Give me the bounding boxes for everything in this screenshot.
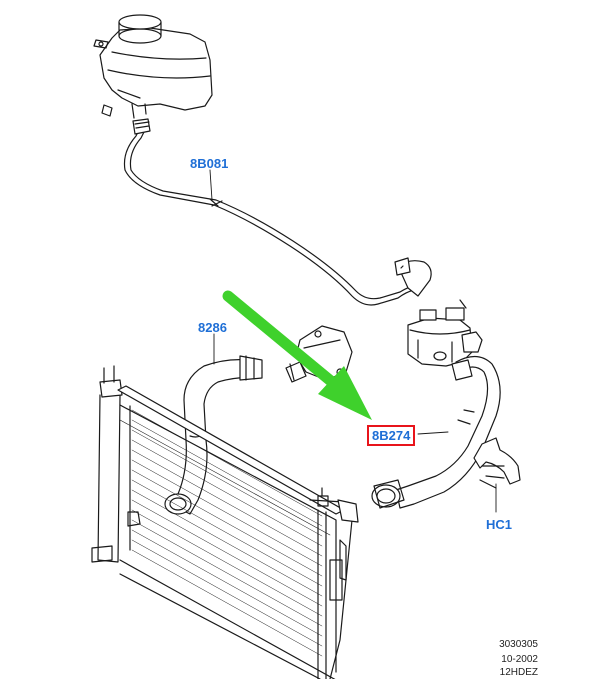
leader-lines bbox=[209, 169, 497, 513]
reservoir-hose-8b081[interactable] bbox=[123, 118, 432, 306]
drawing-date: 10-2002 bbox=[501, 654, 538, 665]
callout-8286[interactable]: 8286 bbox=[198, 320, 227, 335]
callout-hc1[interactable]: HC1 bbox=[486, 517, 513, 532]
pointer-arrow bbox=[222, 290, 372, 420]
radiator[interactable] bbox=[91, 365, 359, 679]
drawing-code: 12HDEZ bbox=[499, 667, 538, 678]
callout-8b081[interactable]: 8B081 bbox=[190, 156, 229, 171]
upper-hose-8286[interactable] bbox=[164, 355, 263, 515]
drawing-number: 3030305 bbox=[499, 639, 538, 650]
hose-clip-hc1[interactable] bbox=[473, 437, 521, 489]
expansion-tank[interactable] bbox=[93, 14, 213, 119]
callout-8b274[interactable]: 8B274 bbox=[366, 425, 416, 446]
radiator-core bbox=[131, 409, 323, 657]
thermostat-housing[interactable] bbox=[407, 299, 483, 367]
lower-hose-8b274[interactable] bbox=[371, 355, 501, 509]
